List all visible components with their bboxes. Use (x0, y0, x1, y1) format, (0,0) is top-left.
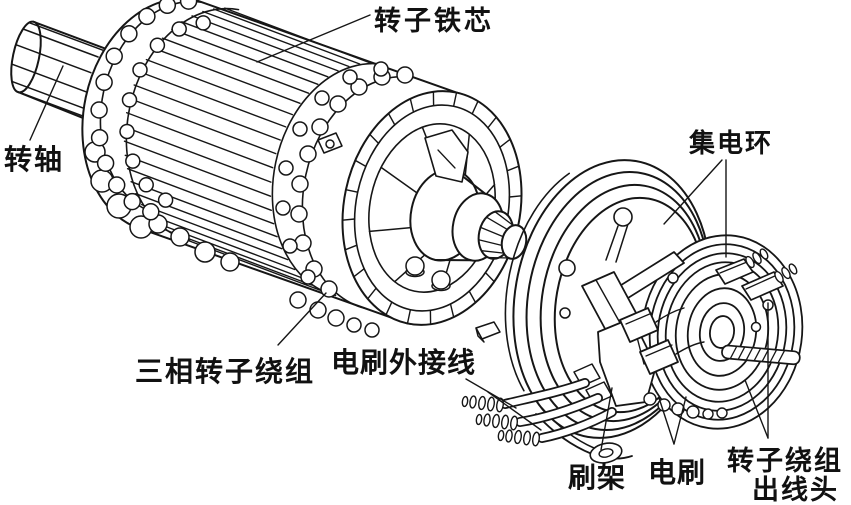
label-brush-holder: 刷架 (568, 462, 626, 494)
wire-ribbed-ends (461, 395, 541, 447)
label-brush: 电刷 (648, 457, 706, 489)
brush-holder-drawing (475, 207, 728, 464)
shaft-drawing (10, 20, 110, 124)
brush-drawing (619, 307, 705, 375)
right-end-windings (275, 61, 414, 338)
label-rotor-winding-leads-line1: 转子绕组 (727, 445, 843, 476)
label-three-phase-rotor-winding: 三相转子绕组 (135, 356, 315, 388)
left-end-windings (84, 0, 240, 272)
label-shaft: 转轴 (4, 144, 64, 176)
core-slot-lines (123, 7, 372, 292)
labels: 转子铁芯 转轴 集电环 三相转子绕组 电刷外接线 刷架 电刷 转子绕组 出线头 (4, 6, 843, 505)
leader-slip-rings-1 (663, 159, 723, 225)
label-slip-rings: 集电环 (688, 128, 773, 158)
label-rotor-winding-leads-line2: 出线头 (752, 475, 839, 505)
label-brush-external-leads: 电刷外接线 (331, 347, 476, 379)
lead-terminals-drawing (715, 248, 801, 366)
leader-shaft (29, 65, 64, 141)
leader-winding (277, 292, 327, 346)
core-face-drawing (341, 90, 528, 326)
leader-brush-2 (673, 396, 687, 445)
leader-rotor-core (256, 14, 371, 63)
leader-brush-holder (600, 387, 613, 451)
spline-lines (478, 211, 514, 259)
leader-leads-2 (487, 391, 542, 431)
label-rotor-core: 转子铁芯 (374, 6, 494, 36)
face-teeth (341, 91, 523, 325)
leader-brush-1 (658, 397, 675, 445)
leader-terminals-2 (744, 379, 769, 439)
lockwasher-scallops (643, 392, 728, 420)
leader-lines (29, 14, 769, 451)
